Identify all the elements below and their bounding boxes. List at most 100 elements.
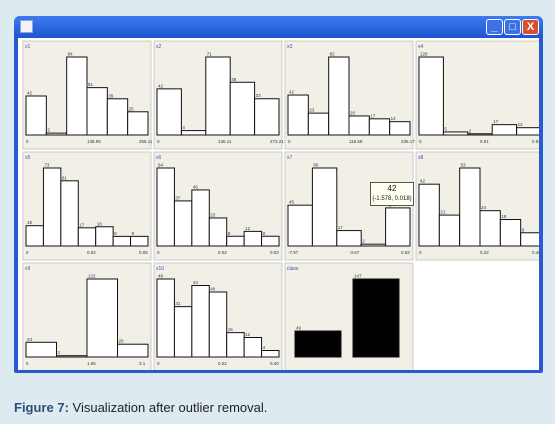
- panel-attribute-name: x5: [25, 155, 31, 161]
- axis-tick-label: 0.40: [532, 250, 539, 255]
- histogram-bar[interactable]: [117, 343, 149, 358]
- histogram-bar[interactable]: [336, 230, 362, 247]
- histogram-bar[interactable]: [360, 243, 387, 247]
- histogram-bar[interactable]: [42, 167, 62, 247]
- histogram-bar[interactable]: [156, 278, 175, 358]
- axis-tick-label: 0: [26, 361, 29, 366]
- histogram-bar[interactable]: [86, 87, 108, 136]
- histogram-bar[interactable]: [106, 98, 129, 136]
- axis-tick-label: -3.67: [349, 250, 360, 255]
- histogram-panel-x7[interactable]: x7458617242-7.97-3.670.62: [284, 151, 414, 261]
- histogram-bar[interactable]: [208, 291, 228, 358]
- histogram-bar[interactable]: [516, 127, 539, 136]
- histogram-bar[interactable]: [180, 130, 207, 136]
- histogram-bar[interactable]: [229, 81, 256, 136]
- axis-tick-label: 0.22: [218, 361, 227, 366]
- axis-tick-label: 0.22: [480, 250, 489, 255]
- histogram-bar[interactable]: [261, 235, 280, 247]
- histogram-bar[interactable]: [45, 132, 68, 136]
- histogram-bar[interactable]: [294, 330, 342, 358]
- histogram-bar[interactable]: [173, 306, 193, 358]
- bar-count-label: 21: [440, 210, 446, 215]
- histogram-bar[interactable]: [348, 115, 370, 136]
- histogram-bar[interactable]: [307, 112, 330, 136]
- bar-count-label: 9: [114, 231, 117, 236]
- maximize-button[interactable]: □: [504, 19, 521, 35]
- histogram-bar[interactable]: [77, 227, 97, 247]
- axis-tick-label: -7.97: [288, 250, 299, 255]
- close-button[interactable]: X: [522, 19, 539, 35]
- histogram-bar[interactable]: [389, 121, 411, 136]
- histogram-bar[interactable]: [352, 278, 400, 358]
- histogram-bar[interactable]: [368, 118, 391, 136]
- histogram-bar[interactable]: [287, 204, 313, 247]
- axis-tick-label: 0.02: [218, 250, 227, 255]
- histogram-bar[interactable]: [226, 332, 245, 358]
- histogram-bar[interactable]: [191, 285, 210, 358]
- histogram-bar[interactable]: [226, 235, 245, 247]
- histogram-bar[interactable]: [112, 235, 132, 247]
- bar-count-label: 17: [493, 119, 499, 124]
- title-bar[interactable]: _ □ X: [14, 16, 543, 38]
- bar-count-label: 4: [182, 125, 185, 130]
- bar-count-label: 45: [289, 200, 295, 205]
- histogram-bar[interactable]: [311, 167, 338, 247]
- caption-text: Visualization after outlier removal.: [68, 400, 268, 415]
- histogram-bar[interactable]: [442, 131, 469, 136]
- histogram-bar[interactable]: [156, 167, 175, 247]
- histogram-bar[interactable]: [173, 200, 193, 247]
- histogram-bar[interactable]: [520, 232, 539, 247]
- figure-caption: Figure 7: Visualization after outlier re…: [14, 400, 267, 415]
- histogram-bar[interactable]: [127, 111, 149, 136]
- histogram-bar[interactable]: [418, 56, 444, 136]
- panel-attribute-name: x2: [156, 44, 162, 50]
- histogram-bar[interactable]: [130, 235, 149, 247]
- histogram-bar[interactable]: [491, 124, 518, 136]
- histogram-bar[interactable]: [25, 341, 57, 358]
- histogram-bar[interactable]: [208, 217, 228, 247]
- histogram-bar[interactable]: [418, 183, 440, 247]
- histogram-bar[interactable]: [243, 337, 263, 358]
- axis-tick-label: 0: [419, 139, 422, 144]
- histogram-bar[interactable]: [499, 219, 522, 247]
- minimize-button[interactable]: _: [486, 19, 503, 35]
- histogram-bar[interactable]: [254, 98, 280, 136]
- bar-count-label: 8: [228, 231, 231, 236]
- histogram-bar[interactable]: [95, 226, 114, 247]
- histogram-bar[interactable]: [205, 56, 231, 136]
- histogram-bar[interactable]: [243, 230, 263, 247]
- histogram-bar[interactable]: [60, 180, 79, 247]
- histogram-bar[interactable]: [86, 278, 118, 358]
- histogram-bar[interactable]: [25, 225, 44, 247]
- bar-count-label: 64: [158, 163, 164, 168]
- histogram-bar[interactable]: [385, 207, 411, 247]
- histogram-bar[interactable]: [156, 88, 182, 136]
- histogram-bar[interactable]: [56, 355, 88, 358]
- histogram-bar[interactable]: [479, 210, 501, 247]
- bar-count-label: 9: [132, 231, 135, 236]
- histogram-bar[interactable]: [191, 189, 210, 247]
- bar-count-label: 17: [370, 113, 376, 118]
- bar-count-label: 51: [88, 82, 94, 87]
- bar-count-label: 53: [461, 163, 467, 168]
- histogram-bar[interactable]: [66, 56, 88, 136]
- histogram-bar[interactable]: [328, 56, 350, 136]
- histogram-bar[interactable]: [25, 95, 47, 136]
- histogram-bar[interactable]: [261, 350, 280, 358]
- histogram-bar[interactable]: [287, 94, 309, 136]
- histogram-bar[interactable]: [459, 167, 481, 247]
- panel-attribute-name: x7: [287, 155, 293, 161]
- histogram-bar[interactable]: [438, 214, 461, 247]
- histogram-bar[interactable]: [467, 133, 493, 136]
